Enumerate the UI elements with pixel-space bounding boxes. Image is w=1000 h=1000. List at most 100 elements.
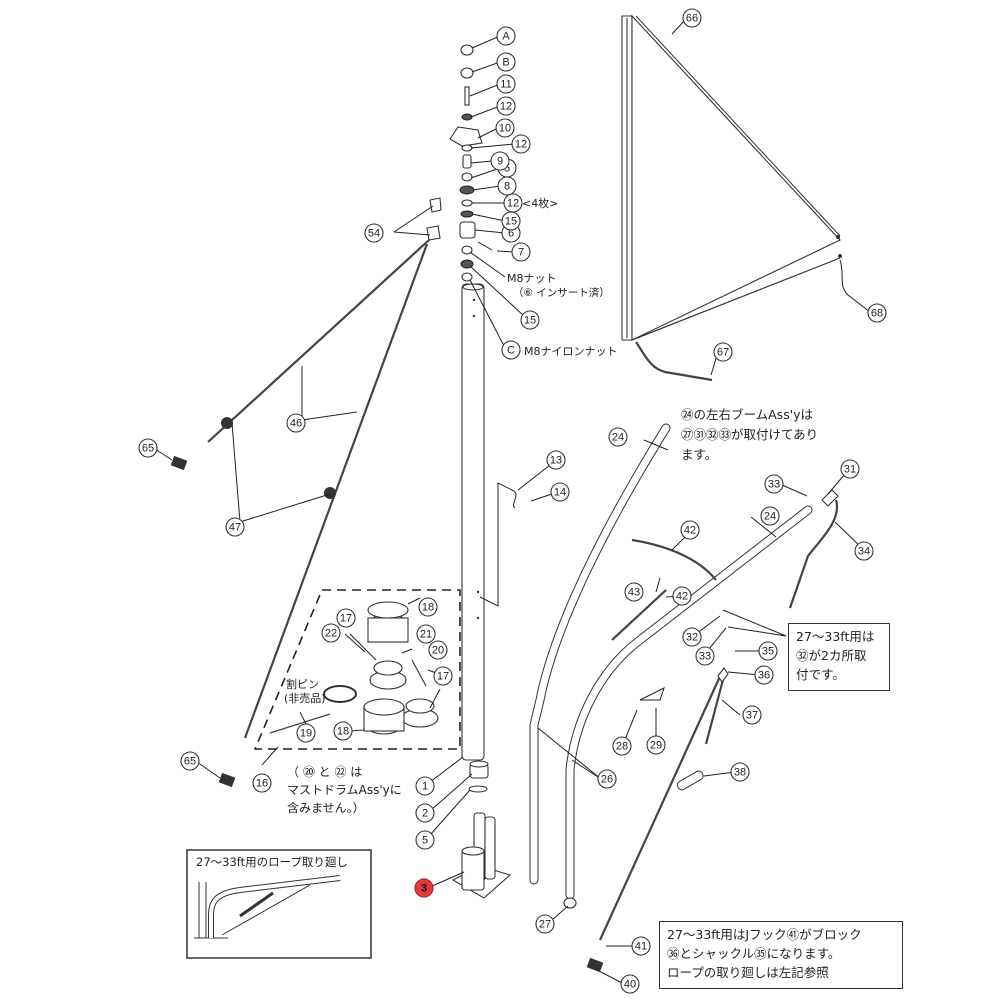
callout-number: 38 [734,767,746,779]
callout-number: 17 [437,671,449,683]
callout-41: 41 [631,936,651,956]
callout-number: 5 [504,163,510,175]
callout-circle [511,242,531,262]
drum-note-line2: マストドラムAss'yに [287,783,402,797]
callout-circle [680,520,700,540]
callout-54: 54 [364,223,384,243]
callout-16: 16 [252,773,272,793]
mast-tube [461,283,485,761]
callout-circle [764,474,784,494]
callout-circle [620,974,640,994]
callout-circle [758,641,778,661]
deck-fittings [170,455,604,973]
callout-number: A [502,31,510,43]
callout-circle [550,482,570,502]
callout-number: 28 [616,741,628,753]
callout-circle [713,342,733,362]
callout-circle [418,597,438,617]
callout-28: 28 [612,736,632,756]
callout-number: 18 [422,602,434,614]
callout-circle [840,459,860,479]
callout-number: 3 [421,883,427,895]
boom-assembly-note: ㉔の左右ブームAss'yは ㉗㉛㉜㉝が取付けてあり ます。 [681,405,818,465]
callout-circle [415,803,435,823]
callout-31: 31 [840,459,860,479]
callout-24b: 24 [760,506,780,526]
callout-number: 20 [432,645,444,657]
callout-27: 27 [535,914,555,934]
callout-number: 42 [684,525,696,537]
callout-number: 26 [601,774,613,786]
callout-C: C [501,340,521,360]
callout-circle [415,776,435,796]
callout-20: 20 [428,640,448,660]
callout-number: C [507,345,515,357]
callout-11: 11 [496,74,516,94]
jhook-box-line3: ロープの取り廻しは左記参照 [667,965,829,980]
callout-number: 21 [420,629,432,641]
callout-circle [336,608,356,628]
callout-circle [754,665,774,685]
callout-40: 40 [620,974,640,994]
callout-circle [695,646,715,666]
sail [621,14,871,382]
callout-circle [252,773,272,793]
drum-exclusion-note: （ ⑳ と ㉒ は マストドラムAss'yに 含みません。） [287,763,402,817]
callout-circle [415,830,435,850]
callout-number: 14 [554,487,566,499]
callout-circle [760,506,780,526]
leader-lines [154,19,863,985]
callout-12b: 12 [511,134,531,154]
callout-number: 15 [505,216,517,228]
callout-29: 29 [646,735,666,755]
callout-circle [428,640,448,660]
callout-9: 9 [490,151,510,171]
boom-note-line2: ㉗㉛㉜㉝が取付けてあり [681,427,819,442]
mast-top-hardware [449,44,493,282]
callout-68: 68 [867,303,887,323]
callout-34: 34 [854,541,874,561]
callout-5b: 5 [415,830,435,850]
callout-number: 15 [524,315,536,327]
callout-number: 33 [699,651,711,663]
callout-circle [433,666,453,686]
callout-46: 46 [286,413,306,433]
callout-number: 40 [624,979,636,991]
callout-circle [496,74,516,94]
callout-35: 35 [758,641,778,661]
callout-13: 13 [546,450,566,470]
callout-1: 1 [415,776,435,796]
callout-43: 43 [624,582,644,602]
callout-number: 36 [758,670,770,682]
callout-circle [414,878,434,898]
callout-number: 24 [764,511,776,523]
callout-circle [501,340,521,360]
callout-12c: 12 [503,193,523,213]
boom-note-line1: ㉔の左右ブームAss'yは [681,407,814,422]
drum-note-line1: （ ⑳ と ㉒ は [287,765,363,779]
callout-circle [682,8,702,28]
callout-number: 37 [746,710,758,722]
split-pin-label: 割ピン [286,677,319,691]
callout-circle [495,118,515,138]
callout-21: 21 [416,624,436,644]
callout-number: 29 [650,740,662,752]
callout-circle [490,151,510,171]
callout-circle [321,623,341,643]
boom-ropes [598,489,839,941]
callout-number: 5 [422,835,428,847]
callout-33a: 33 [764,474,784,494]
callout-number: 11 [500,79,511,91]
mast-base [451,760,512,899]
pin-hardware [479,482,517,607]
ft-box-line1: 27～33ft用は [796,629,875,644]
callout-number: 27 [539,919,551,931]
callout-circle [631,936,651,956]
callout-number: 24 [612,432,624,444]
callout-65b: 65 [180,751,200,771]
callout-layer: ABC1235567891011121212131415151617171818… [138,8,887,994]
callout-circle [497,176,517,196]
callout-circle [672,586,692,606]
boom-left [529,423,671,885]
callout-32: 32 [682,627,702,647]
